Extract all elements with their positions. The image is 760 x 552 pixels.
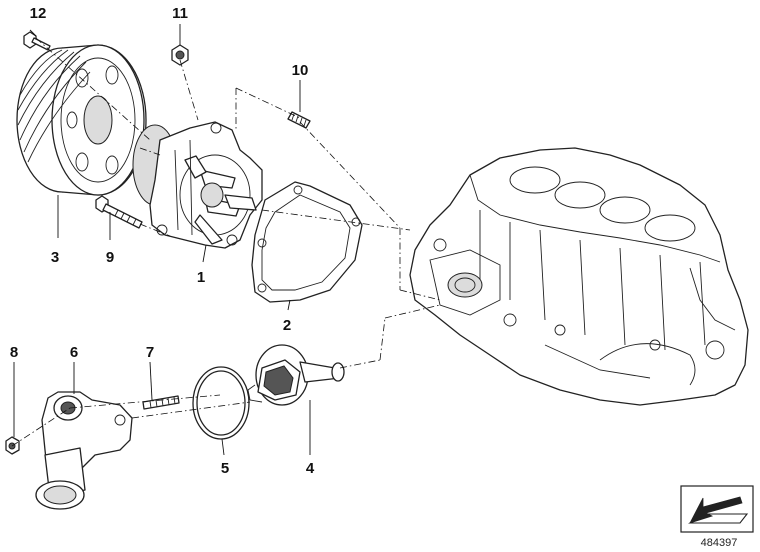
stud-7 (142, 395, 180, 410)
document-number: 484397 (701, 537, 738, 549)
gasket (251, 181, 363, 303)
callout-2: 2 (283, 317, 291, 334)
thermostat (247, 344, 345, 406)
callout-1: 1 (197, 269, 205, 286)
thermostat-housing (35, 391, 133, 510)
pulley (16, 44, 147, 196)
callout-labels: 12 11 10 3 9 1 2 8 6 7 5 4 (10, 5, 315, 477)
callout-7: 7 (146, 344, 154, 361)
callout-5: 5 (221, 460, 229, 477)
callout-9: 9 (106, 249, 114, 266)
callout-3: 3 (51, 249, 59, 266)
callout-4: 4 (306, 460, 315, 477)
callout-8: 8 (10, 344, 18, 361)
assembly-lines (11, 37, 441, 447)
bolt-9 (95, 195, 143, 229)
callout-12: 12 (30, 5, 47, 22)
stud-10 (287, 111, 311, 129)
engine-block (409, 147, 749, 406)
callout-11: 11 (172, 5, 188, 22)
callout-10: 10 (292, 62, 309, 79)
leader-lines (13, 24, 311, 456)
arrow-icon (680, 485, 754, 533)
callout-6: 6 (70, 344, 78, 361)
nut-11 (171, 44, 189, 66)
o-ring (192, 366, 250, 440)
bolt-12 (23, 31, 51, 51)
water-pump (132, 121, 263, 249)
